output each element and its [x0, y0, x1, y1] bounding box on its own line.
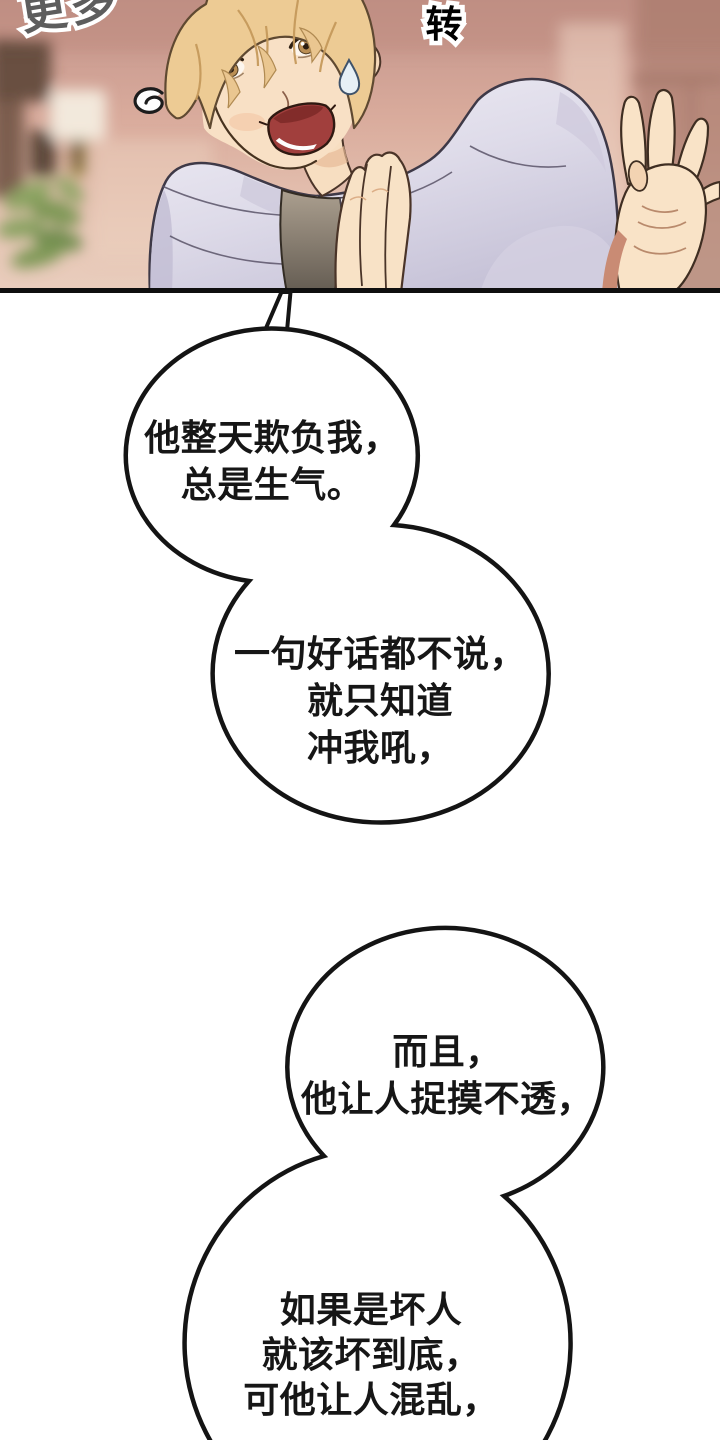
panel-border [0, 288, 720, 293]
speech-bubble-1-2 [123, 326, 551, 825]
speech-bubble-3-4 [182, 925, 606, 1440]
character-mouth [258, 102, 336, 156]
character-hand-raised [614, 88, 720, 293]
sfx-turn-text: 转 [426, 4, 463, 45]
bubble-text-line: 就只知道 [306, 680, 453, 721]
bubble-text-line: 他整天欺负我， [144, 417, 400, 458]
story-panel: 更多 转 [0, 0, 720, 293]
potted-plant [0, 176, 85, 269]
bubble-text-line: 冲我吼， [306, 727, 453, 768]
character-hand-left [334, 151, 412, 293]
bubble-text-line: 而且， [392, 1031, 502, 1072]
bubble-4-text: 如果是坏人 就该坏到底， 可他让人混乱， [191, 1287, 551, 1422]
bubble-text-line: 就该坏到底， [261, 1334, 481, 1375]
bubble-text-line: 总是生气。 [180, 464, 364, 505]
bubble-3-text: 而且， 他让人捉摸不透， [267, 1028, 627, 1122]
bubble-text-line: 如果是坏人 [279, 1289, 463, 1330]
wrist-shadow [602, 230, 627, 293]
sigh-breath-icon [133, 87, 164, 114]
bubble-text-line: 一句好话都不说， [233, 633, 526, 674]
wall-sign [50, 90, 106, 140]
sweat-drop-icon [338, 57, 361, 96]
bubble-text-line: 他让人捉摸不透， [300, 1078, 593, 1119]
character-figure [148, 0, 720, 293]
bubble-text-line: 可他让人混乱， [243, 1379, 499, 1420]
bubble-2-text: 一句好话都不说， 就只知道 冲我吼， [200, 630, 560, 771]
bubble-1-text: 他整天欺负我， 总是生气。 [92, 414, 452, 508]
panel-illustration: 更多 转 [0, 0, 720, 293]
